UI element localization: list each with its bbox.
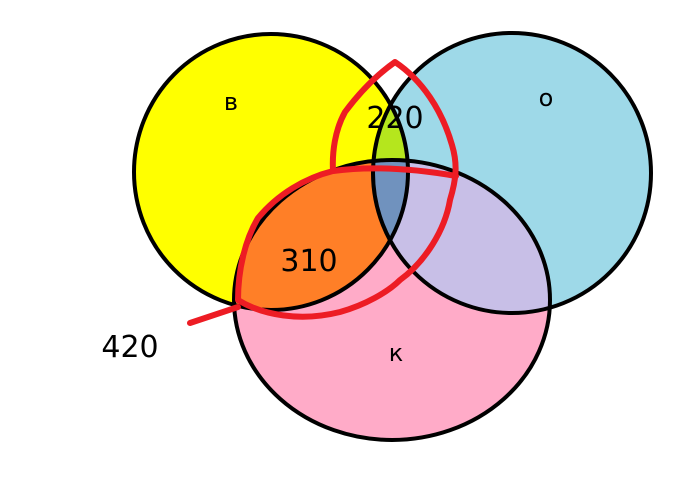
set-o-outline bbox=[371, 31, 653, 315]
highlight-outline bbox=[235, 59, 459, 320]
region-value-v-o: 220 bbox=[366, 101, 423, 136]
set-label-v: в bbox=[224, 88, 238, 116]
callout-pointer bbox=[187, 304, 241, 326]
set-k-outline bbox=[232, 158, 552, 442]
region-value-v-k: 310 bbox=[280, 244, 337, 279]
callout-value: 420 bbox=[101, 330, 158, 365]
highlight-divider bbox=[330, 165, 459, 179]
set-label-o: о bbox=[539, 84, 554, 112]
set-label-k: к bbox=[389, 339, 404, 367]
